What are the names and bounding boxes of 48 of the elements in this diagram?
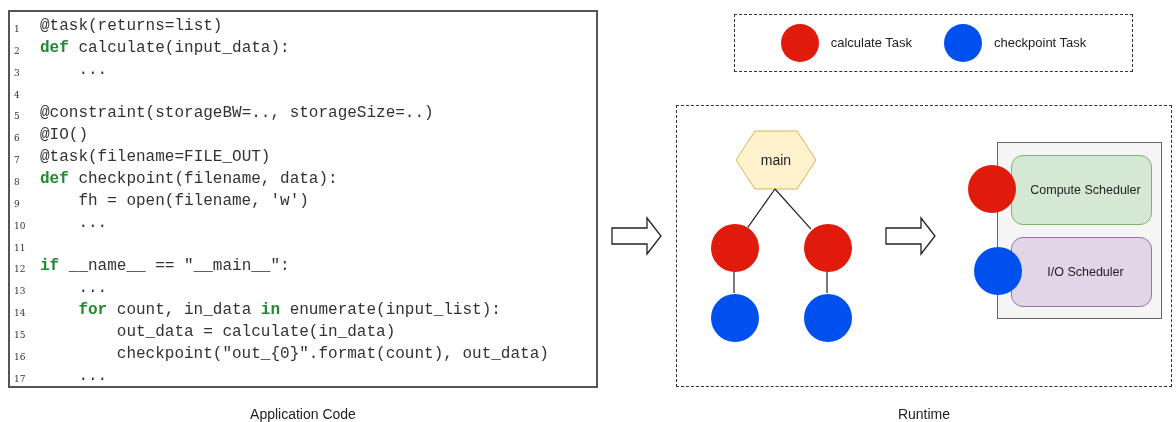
scheduler-panel	[997, 142, 1162, 319]
legend-label: checkpoint Task	[994, 34, 1087, 53]
node-label: Compute Scheduler	[1029, 181, 1141, 199]
node-label: main	[760, 150, 792, 170]
node-label: I/O Scheduler	[1046, 263, 1124, 281]
code-line: ...	[78, 212, 108, 233]
code-line: if __name__ == "__main__":	[40, 256, 290, 277]
line-number: 13	[14, 285, 26, 299]
line-number: 1	[14, 23, 20, 36]
node-label: Runtime	[896, 405, 952, 422]
code-line: @constraint(storageBW=.., storageSize=..)	[40, 103, 434, 124]
code-line: for count, in_data in enumerate(input_list):	[78, 300, 501, 321]
line-number: 5	[14, 110, 20, 124]
code-line: def checkpoint(filename, data):	[40, 168, 338, 189]
scheduler-box	[1011, 155, 1152, 225]
code-line: @task(returns=list)	[40, 16, 223, 36]
scheduler-box	[1011, 237, 1152, 307]
line-number: 3	[14, 66, 20, 80]
legend-label: calculate Task	[830, 34, 913, 53]
code-line: out_data = calculate(in_data)	[116, 321, 396, 342]
line-number: 8	[14, 175, 20, 189]
line-number: 6	[14, 132, 20, 146]
line-number: 9	[14, 197, 20, 211]
code-line: ...	[78, 278, 108, 299]
code-line: ...	[78, 59, 108, 80]
code-line: ...	[78, 365, 108, 386]
line-number: 15	[14, 328, 26, 342]
line-number: 7	[14, 154, 20, 168]
line-number: 2	[14, 44, 20, 58]
code-line: checkpoint("out_{0}".format(count), out_data)	[116, 343, 549, 364]
line-number: 14	[14, 307, 26, 321]
line-number: 16	[14, 350, 26, 364]
line-number: 10	[14, 219, 26, 233]
line-number: 4	[14, 88, 20, 102]
line-number: 12	[14, 263, 26, 277]
connector-line	[826, 270, 828, 294]
connector-line	[774, 188, 812, 230]
block-arrow	[611, 216, 662, 256]
code-line: def calculate(input_data):	[40, 37, 290, 58]
connector-line	[747, 188, 776, 228]
node-label: Application Code	[249, 405, 357, 422]
code-line: @task(filename=FILE_OUT)	[40, 147, 271, 168]
line-number: 11	[14, 241, 26, 255]
connector-line	[733, 270, 735, 294]
code-line: @IO()	[40, 125, 88, 146]
code-line: fh = open(filename, 'w')	[78, 190, 309, 211]
hexagon	[735, 130, 817, 190]
line-number: 17	[14, 372, 26, 386]
